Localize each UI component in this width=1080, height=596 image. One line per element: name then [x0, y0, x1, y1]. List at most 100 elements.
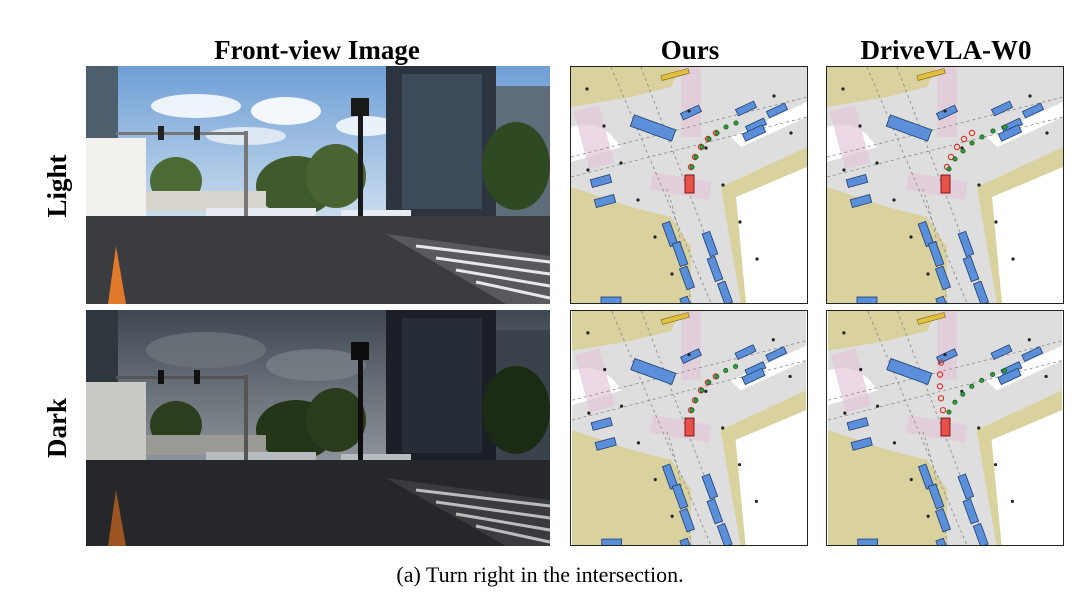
vehicle-box: [997, 367, 1022, 386]
trajectory-pred-point: [960, 148, 966, 154]
pedestrian-dot: [704, 389, 708, 393]
sidewalk-bottom-left: [571, 187, 691, 303]
pedestrian-dot: [926, 272, 930, 276]
pedestrian-dot: [602, 124, 606, 128]
pedestrian-dot: [737, 463, 742, 467]
trajectory-pred-point: [689, 407, 695, 413]
vehicle-box: [927, 483, 945, 510]
vehicle-box: [886, 357, 933, 386]
pedestrian-dot: [586, 168, 590, 172]
vehicle-box: [593, 194, 617, 208]
pedestrian-dot: [789, 131, 793, 135]
pedestrian-dot: [586, 331, 590, 335]
sidewalk-bottom-left: [572, 429, 691, 545]
ego-vehicle: [940, 174, 951, 194]
ego-vehicle: [940, 417, 951, 437]
pedestrian-dot: [943, 109, 947, 113]
sidewalk-top-left: [572, 311, 682, 351]
vehicle-box: [845, 174, 869, 188]
vehicle-box: [990, 100, 1014, 117]
trajectory-gt-point: [937, 395, 945, 402]
vehicle-box: [594, 436, 617, 451]
pedestrian-dot: [875, 161, 879, 165]
vehicle-box: [630, 357, 677, 386]
vehicle-box: [601, 538, 622, 545]
pedestrian-dot: [977, 426, 981, 430]
lane-line: [867, 311, 968, 545]
trajectory-pred-point: [689, 164, 695, 170]
crosswalk-bottom: [906, 415, 968, 443]
row-label-dark: Dark: [42, 398, 72, 458]
trajectory-pred-point: [723, 368, 729, 373]
vehicle-box: [706, 498, 724, 525]
offmap-region: [735, 410, 806, 545]
vehicle-box: [716, 280, 734, 303]
vehicle-box: [1021, 102, 1045, 119]
crosswalk-bottom: [649, 171, 713, 201]
vehicle-box: [734, 344, 757, 361]
trajectory-pred-point: [990, 371, 996, 377]
offmap-region: [736, 167, 807, 303]
crosswalk-left: [830, 348, 871, 413]
trajectory-gt-point: [936, 383, 944, 390]
pedestrian-dot: [587, 411, 591, 415]
sidewalk-top-left: [571, 67, 681, 107]
pedestrian-dot: [977, 183, 981, 187]
trajectory-gt-point: [937, 359, 945, 366]
vehicle-box: [701, 473, 719, 500]
offmap-region: [991, 410, 1062, 545]
crosswalk-bottom: [650, 415, 712, 443]
pedestrian-dot: [670, 514, 674, 518]
pedestrian-dot: [926, 514, 930, 518]
pedestrian-dot: [994, 220, 998, 224]
lane-line: [611, 311, 712, 545]
crosswalk-top: [681, 311, 701, 381]
pedestrian-dot: [943, 353, 947, 357]
trajectory-gt-point: [936, 371, 944, 378]
bus-box: [660, 312, 690, 325]
ego-vehicle: [684, 417, 695, 437]
front-view-photo-dark: [86, 310, 550, 546]
vehicle-box: [935, 104, 959, 121]
vehicle-box: [629, 114, 677, 142]
bev-map-ours-light: [570, 66, 808, 304]
vehicle-box: [741, 367, 766, 386]
sidewalk-top-left: [827, 67, 937, 107]
pedestrian-dot: [687, 109, 691, 113]
pedestrian-dot: [1027, 338, 1031, 342]
vehicle-box: [962, 255, 980, 283]
pedestrian-dot: [636, 441, 641, 445]
trajectory-pred-point: [952, 399, 958, 405]
vehicle-box: [701, 230, 719, 258]
pedestrian-dot: [653, 235, 657, 239]
lane-line: [827, 340, 1063, 401]
header-front-view: Front-view Image: [214, 35, 420, 65]
pedestrian-dot: [1011, 257, 1015, 261]
pedestrian-dot: [909, 235, 913, 239]
trajectory-pred-point: [706, 379, 712, 385]
crosswalk-top: [937, 67, 957, 137]
pedestrian-dot: [1044, 374, 1048, 379]
sidewalk-bottom-left: [827, 187, 947, 303]
vehicle-box: [589, 174, 613, 188]
pedestrian-dot: [892, 198, 896, 202]
vehicle-box: [679, 537, 695, 545]
street-scene-dark: [86, 310, 550, 546]
pedestrian-dot: [772, 94, 776, 98]
trajectory-pred-point: [693, 397, 699, 403]
crosswalk-left: [573, 104, 615, 170]
figure-caption: (a) Turn right in the intersection.: [396, 562, 684, 587]
pedestrian-dot: [603, 367, 607, 372]
trajectory-pred-point: [946, 409, 952, 415]
crosswalk-left: [829, 104, 871, 170]
pedestrian-dot: [771, 338, 775, 342]
vehicle-box: [927, 240, 945, 268]
lane-line: [827, 360, 1063, 421]
vehicle-box: [972, 280, 990, 303]
bus-box: [916, 68, 946, 81]
pedestrian-dot: [1010, 499, 1015, 503]
pedestrian-dot: [842, 168, 846, 172]
lane-line: [571, 340, 807, 401]
pedestrian-dot: [892, 441, 897, 445]
pedestrian-dot: [755, 257, 759, 261]
